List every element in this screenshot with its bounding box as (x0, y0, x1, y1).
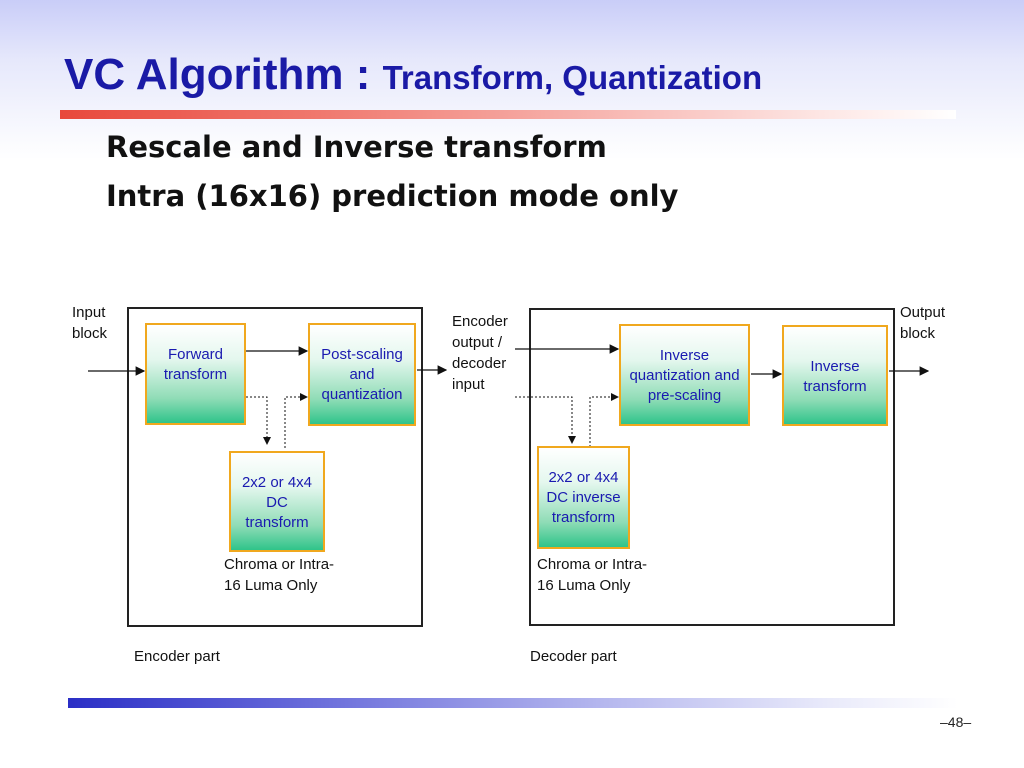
dc-inverse-transform-box: 2x2 or 4x4 DC inverse transform (537, 446, 630, 549)
dc-transform-box: 2x2 or 4x4 DC transform (229, 451, 325, 552)
title-sub: Transform, Quantization (382, 59, 763, 96)
post-scaling-box: Post-scaling and quantization (308, 323, 416, 426)
dc-inverse-transform-label: 2x2 or 4x4 DC inverse transform (546, 469, 621, 526)
inverse-transform-box: Inverse transform (782, 325, 888, 426)
bullet-rescale: Rescale and Inverse transform (106, 130, 607, 164)
dashed-forward-to-dc (246, 396, 271, 445)
encoder-output-decoder-input-label: Encoder output / decoder input (452, 313, 508, 393)
dc-transform-label: 2x2 or 4x4 DC transform (241, 474, 313, 531)
decoder-part-label: Decoder part (530, 648, 617, 665)
post-scaling-label: Post-scaling and quantization (321, 346, 403, 403)
encoder-note: Chroma or Intra- 16 Luma Only (224, 556, 335, 594)
bullet-intra: Intra (16x16) prediction mode only (106, 179, 679, 213)
forward-transform-box: Forward transform (145, 323, 246, 425)
title-divider (60, 110, 956, 119)
inverse-transform-label: Inverse transform (803, 358, 867, 395)
decoder-note: Chroma or Intra- 16 Luma Only (537, 556, 648, 594)
dashed-mid-to-dc-inverse (515, 396, 576, 444)
title-main: VC Algorithm : (64, 50, 383, 99)
page-title: VC Algorithm : Transform, Quantization (64, 50, 762, 100)
input-block-label: Input block (72, 304, 108, 342)
decoder-frame (529, 308, 895, 626)
dashed-dc-inverse-to-iq (589, 393, 619, 447)
page-number: –48– (940, 714, 972, 730)
forward-transform-label: Forward transform (163, 346, 228, 383)
dashed-dc-to-post (284, 393, 308, 448)
encoder-part-label: Encoder part (134, 648, 220, 665)
output-block-label: Output block (900, 304, 946, 342)
inverse-quantization-box: Inverse quantization and pre-scaling (619, 324, 750, 426)
inverse-quantization-label: Inverse quantization and pre-scaling (629, 347, 740, 404)
encoder-frame (127, 307, 423, 627)
footer-divider (68, 698, 958, 708)
